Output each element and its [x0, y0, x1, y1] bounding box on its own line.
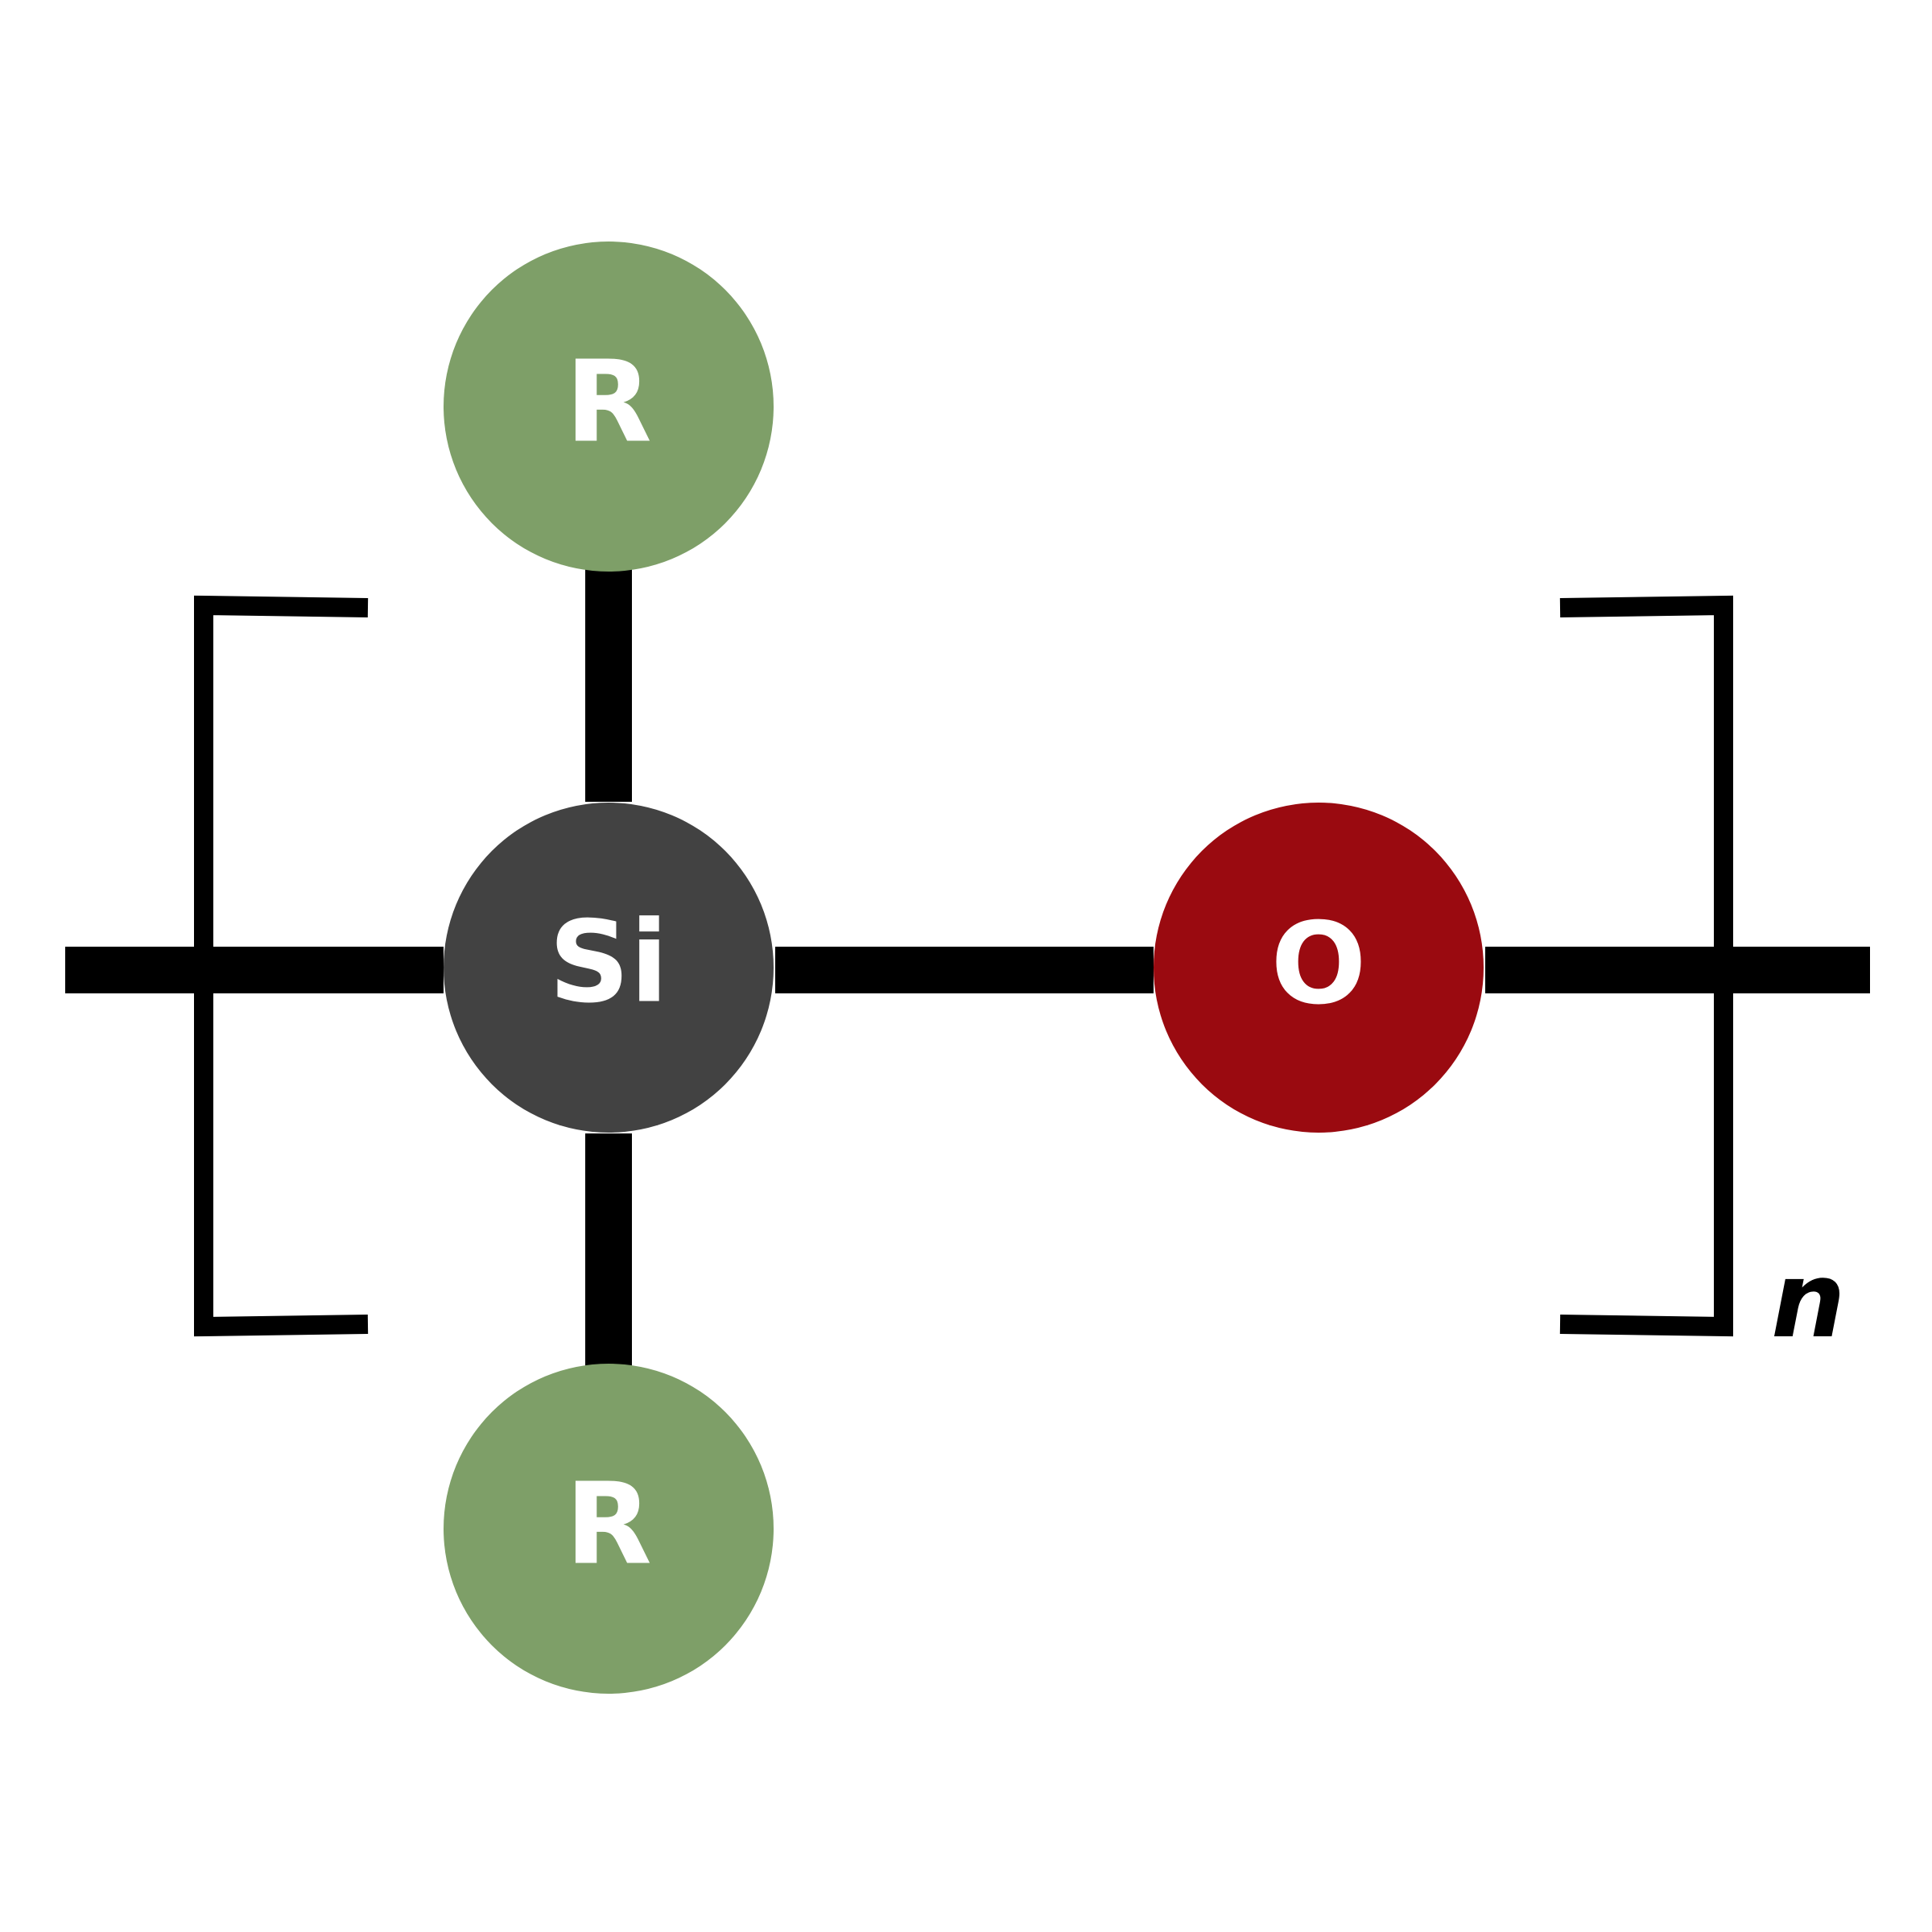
left-bracket [194, 595, 369, 1337]
atom-circle [444, 1364, 774, 1694]
atom-label: Si [549, 898, 669, 1029]
bond-left-terminal [65, 947, 444, 993]
bonds [65, 564, 1870, 1372]
repeat-subscript-n: n [1771, 1239, 1846, 1361]
brackets [194, 595, 1733, 1337]
atom-r-bottom: R [444, 1364, 774, 1694]
atom-r-top: R [444, 242, 774, 572]
atom-label: R [565, 337, 652, 469]
atom-circle [444, 242, 774, 572]
atom-label: O [1270, 899, 1366, 1030]
atom-circle [1154, 803, 1484, 1133]
bond-si-o [775, 947, 1154, 993]
atom-label: R [565, 1459, 652, 1591]
atom-silicon: Si [444, 803, 774, 1133]
atom-circle [444, 803, 774, 1133]
bond-si-r-top [585, 564, 632, 802]
bond-si-r-bottom [585, 1133, 632, 1372]
atom-oxygen: O [1154, 803, 1484, 1133]
bond-o-right-terminal [1485, 947, 1870, 993]
right-bracket [1559, 595, 1733, 1337]
